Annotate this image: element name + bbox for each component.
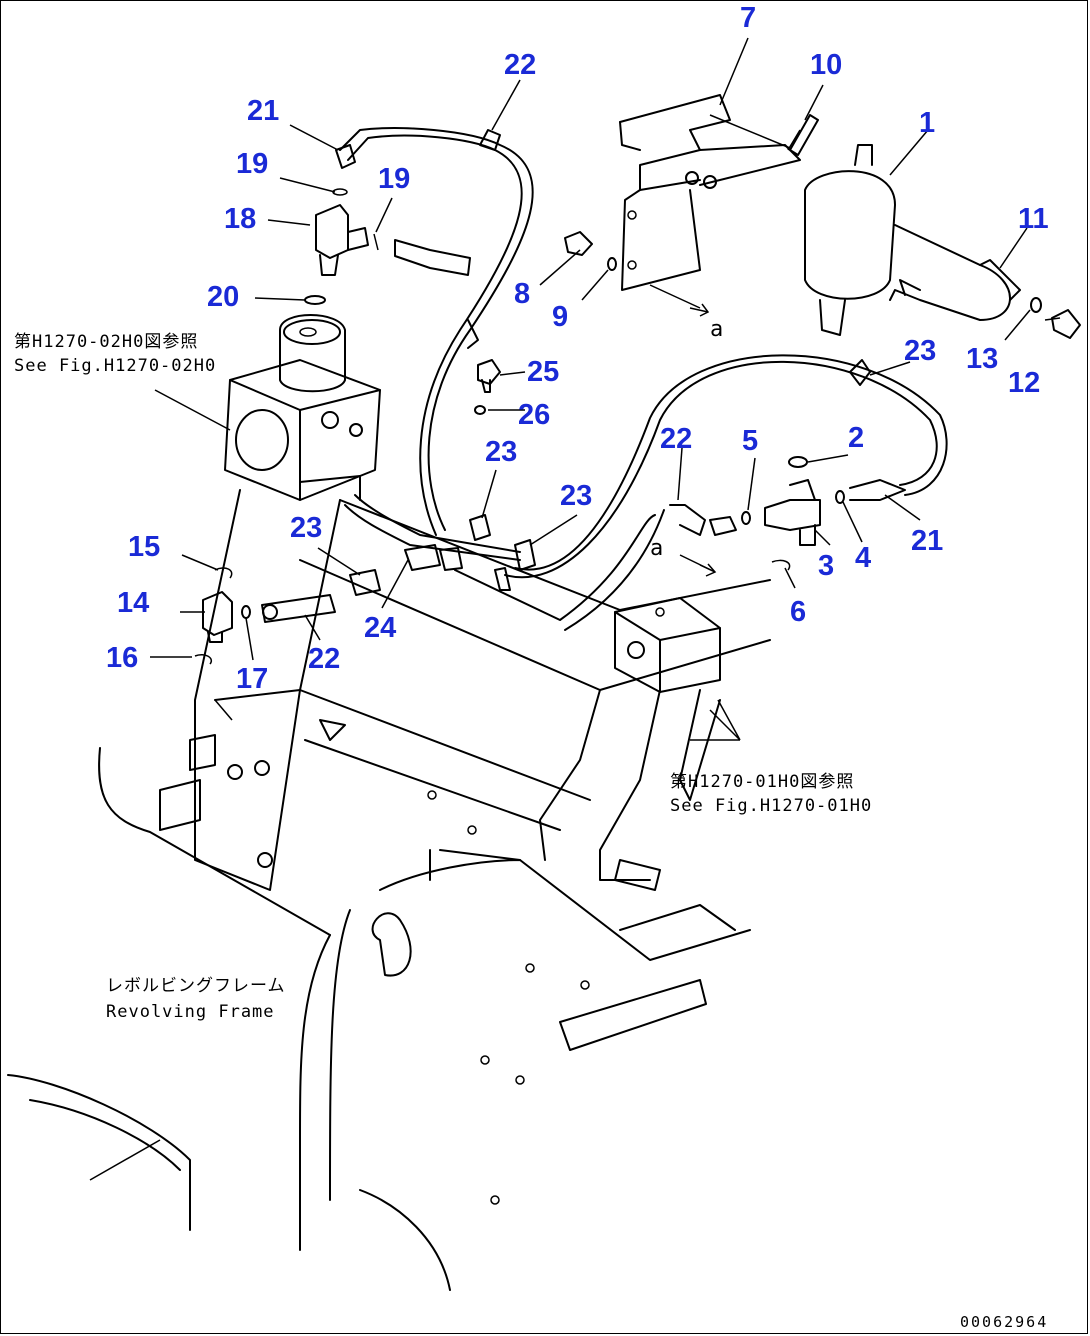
- callout-23-right: 23: [904, 335, 936, 367]
- ref-note-1-ja: 第H1270-02H0図参照: [14, 332, 198, 352]
- callout-23-center: 23: [485, 436, 517, 468]
- callout-20: 20: [207, 281, 239, 313]
- callout-12: 12: [1008, 367, 1040, 399]
- view-marks: a a: [650, 303, 724, 577]
- line-art: [7, 94, 1081, 1291]
- leader-lines: [150, 37, 1061, 741]
- frame-label-en: Revolving Frame: [106, 1002, 275, 1022]
- callout-2: 2: [848, 422, 864, 454]
- callout-22-center: 22: [660, 423, 692, 455]
- callout-27: 26: [518, 399, 550, 431]
- callout-4: 4: [855, 542, 871, 574]
- callout-15: 15: [128, 531, 160, 563]
- callout-19-upper: 19: [236, 148, 268, 180]
- drawing-code: 00062964: [960, 1313, 1048, 1331]
- callout-6: 6: [790, 596, 806, 628]
- reference-notes: 第H1270-02H0図参照 See Fig.H1270-02H0 第H1270…: [14, 332, 872, 1022]
- ref-note-1-en: See Fig.H1270-02H0: [14, 356, 216, 376]
- callout-10: 10: [810, 49, 842, 81]
- callout-26: 25: [527, 356, 559, 388]
- view-mark-a-upper: a: [710, 317, 724, 342]
- callout-3: 3: [818, 550, 834, 582]
- ref-note-2-en: See Fig.H1270-01H0: [670, 796, 872, 816]
- callout-21-top: 21: [247, 95, 279, 127]
- callout-5: 5: [742, 425, 758, 457]
- callout-8: 8: [514, 278, 530, 310]
- callout-25: 24: [364, 612, 396, 644]
- callout-16: 16: [106, 642, 138, 674]
- callout-24: 23: [560, 480, 592, 512]
- callout-9: 9: [552, 301, 568, 333]
- callout-23-left: 23: [290, 512, 322, 544]
- callout-numbers: 1 2 3 4 5 6 7 8 9 10 11 12 13 14 15 16 1…: [106, 2, 1049, 695]
- callout-17: 17: [236, 663, 268, 695]
- callout-11: 11: [1018, 203, 1049, 235]
- callout-18: 18: [224, 203, 256, 235]
- callout-19-right: 19: [378, 163, 410, 195]
- frame-label-ja: レボルビングフレーム: [106, 976, 286, 996]
- callout-1: 1: [919, 107, 935, 139]
- callout-7: 7: [740, 2, 756, 34]
- callout-13: 13: [966, 343, 998, 375]
- callout-23-top: 22: [504, 49, 536, 81]
- callout-14: 14: [117, 587, 149, 619]
- view-mark-a-lower: a: [650, 536, 664, 561]
- callout-21-right: 21: [911, 525, 943, 557]
- callout-22-lower: 22: [308, 643, 340, 675]
- ref-note-2-ja: 第H1270-01H0図参照: [670, 772, 854, 792]
